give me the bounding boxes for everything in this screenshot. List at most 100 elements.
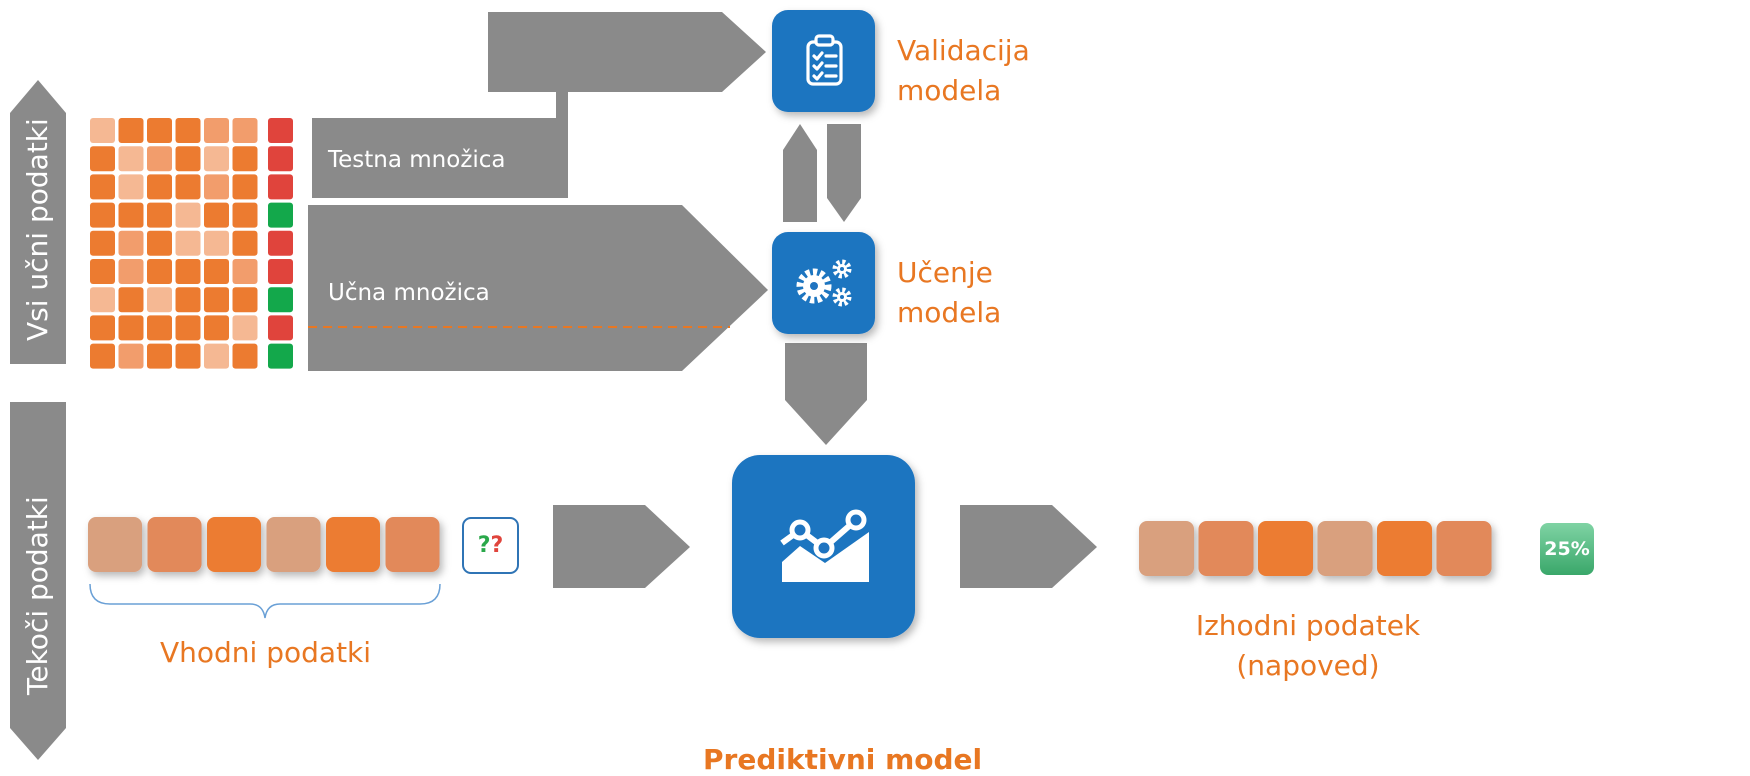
matrix-cell: [232, 118, 258, 143]
label-cell-green: [268, 343, 293, 369]
label-cell-red: [268, 174, 293, 200]
matrix-cell: [90, 202, 115, 228]
question-mark-green: ?: [477, 533, 491, 558]
matrix-cell: [118, 202, 144, 228]
data-cell: [1317, 521, 1373, 576]
prediction-value-badge: 25%: [1540, 523, 1594, 575]
matrix-cell: [147, 146, 172, 172]
data-cell: [1258, 521, 1313, 576]
matrix-cell: [147, 174, 172, 200]
label-cell-red: [268, 259, 293, 284]
matrix-cell: [232, 259, 258, 284]
data-cell: [147, 517, 202, 572]
matrix-cell: [204, 202, 229, 228]
gears-icon: [796, 259, 852, 307]
data-cell: [1436, 521, 1492, 576]
matrix-cell: [232, 287, 258, 313]
matrix-cell: [175, 174, 201, 200]
matrix-cell: [204, 174, 229, 200]
data-cell: [88, 517, 142, 572]
matrix-cell: [90, 259, 115, 284]
output-data-caption: Izhodni podatek (napoved): [1188, 606, 1428, 686]
matrix-cell: [232, 315, 258, 341]
matrix-cell: [118, 118, 144, 143]
predictive-model-caption: Prediktivni model: [703, 743, 983, 776]
matrix-cell: [118, 259, 144, 284]
data-cell: [207, 517, 261, 572]
test-set-label: Testna množica: [328, 147, 506, 173]
matrix-cell: [204, 230, 229, 256]
training-caption-line2: modela: [897, 296, 1002, 329]
matrix-cell: [232, 230, 258, 256]
matrix-cell: [90, 146, 115, 172]
matrix-cell: [175, 202, 201, 228]
label-cell-red: [268, 315, 293, 341]
matrix-cell: [232, 343, 258, 369]
train-set-arrow: [308, 205, 768, 371]
unknown-target-box: ??: [462, 517, 519, 574]
test-set-arrow: [312, 12, 766, 198]
matrix-cell: [147, 118, 172, 143]
matrix-cell: [90, 174, 115, 200]
matrix-cell: [90, 118, 115, 143]
matrix-cell: [90, 315, 115, 341]
side-arrow-training: [10, 80, 66, 364]
label-cell-red: [268, 230, 293, 256]
matrix-cell: [90, 287, 115, 313]
matrix-cell: [90, 230, 115, 256]
side-arrow-streaming: [10, 402, 66, 760]
clipboard-check-icon: [806, 34, 843, 86]
train-set-label: Učna množica: [328, 280, 490, 306]
data-cell: [266, 517, 321, 572]
matrix-cell: [232, 146, 258, 172]
matrix-cell: [204, 259, 229, 284]
validation-caption-line2: modela: [897, 74, 1002, 107]
validation-caption: Validacija modela: [897, 31, 1030, 111]
matrix-cell: [118, 146, 144, 172]
model-down-arrow: [785, 343, 867, 445]
matrix-cell: [175, 287, 201, 313]
data-cell: [1198, 521, 1254, 576]
matrix-cell: [147, 230, 172, 256]
matrix-cell: [232, 202, 258, 228]
training-caption: Učenje modela: [897, 253, 1001, 333]
data-cell: [1377, 521, 1432, 576]
training-label-column: [268, 118, 293, 369]
output-chevron: [960, 505, 1097, 588]
matrix-cell: [118, 174, 144, 200]
matrix-cell: [147, 259, 172, 284]
label-cell-green: [268, 287, 293, 313]
matrix-cell: [175, 118, 201, 143]
label-cell-red: [268, 146, 293, 172]
matrix-cell: [147, 287, 172, 313]
matrix-cell: [147, 343, 172, 369]
up-arrow: [783, 124, 817, 222]
input-data-caption: Vhodni podatki: [160, 636, 372, 669]
trend-chart-icon: [780, 509, 869, 582]
input-data-row: [88, 517, 440, 572]
matrix-cell: [147, 202, 172, 228]
validation-caption-line1: Validacija: [897, 34, 1030, 67]
output-data-row: [1139, 521, 1492, 576]
output-caption-line1: Izhodni podatek: [1195, 609, 1421, 642]
matrix-cell: [90, 343, 115, 369]
training-data-matrix: [90, 118, 258, 369]
matrix-cell: [118, 343, 144, 369]
matrix-cell: [175, 259, 201, 284]
matrix-cell: [204, 146, 229, 172]
matrix-cell: [232, 174, 258, 200]
matrix-cell: [118, 315, 144, 341]
validation-box: [772, 10, 875, 112]
label-cell-red: [268, 118, 293, 143]
output-caption-line2: (napoved): [1236, 649, 1380, 682]
data-cell: [385, 517, 440, 572]
matrix-cell: [175, 315, 201, 341]
question-mark-red: ?: [490, 533, 504, 558]
matrix-cell: [204, 118, 229, 143]
down-arrow: [827, 124, 861, 222]
streaming-data-label: Tekoči podatki: [21, 496, 54, 695]
matrix-cell: [118, 230, 144, 256]
matrix-cell: [118, 287, 144, 313]
training-caption-line1: Učenje: [897, 256, 993, 289]
matrix-cell: [204, 287, 229, 313]
